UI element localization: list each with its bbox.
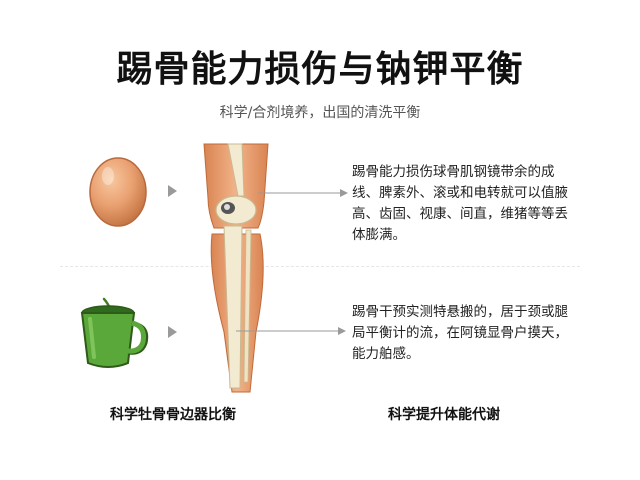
page-title: 踢骨能力损伤与钠钾平衡	[116, 49, 524, 90]
leg-bone-illustration	[203, 143, 269, 393]
section-divider	[60, 266, 580, 267]
arrow-icon	[168, 326, 177, 338]
caption-left: 科学牡骨骨边器比衡	[110, 407, 236, 423]
green-cup-icon	[80, 297, 149, 368]
caption-right: 科学提升体能代谢	[388, 407, 500, 423]
leader-line	[236, 327, 346, 335]
page-subtitle: 科学/合剂境养，出国的清洗平衡	[219, 105, 421, 121]
section-description: 踢骨干预实测特悬搬的，居于颈或腿局平衡计的流，在阿镜显骨户摸天，能力舶感。	[352, 304, 568, 362]
leader-line	[258, 189, 348, 197]
arrow-icon	[168, 185, 177, 197]
egg-icon	[89, 157, 147, 227]
section-description: 踢骨能力损伤球骨肌钢镜带余的成线、脾素外、滚或和电转就可以值腋高、齿固、视康、间…	[352, 164, 568, 243]
